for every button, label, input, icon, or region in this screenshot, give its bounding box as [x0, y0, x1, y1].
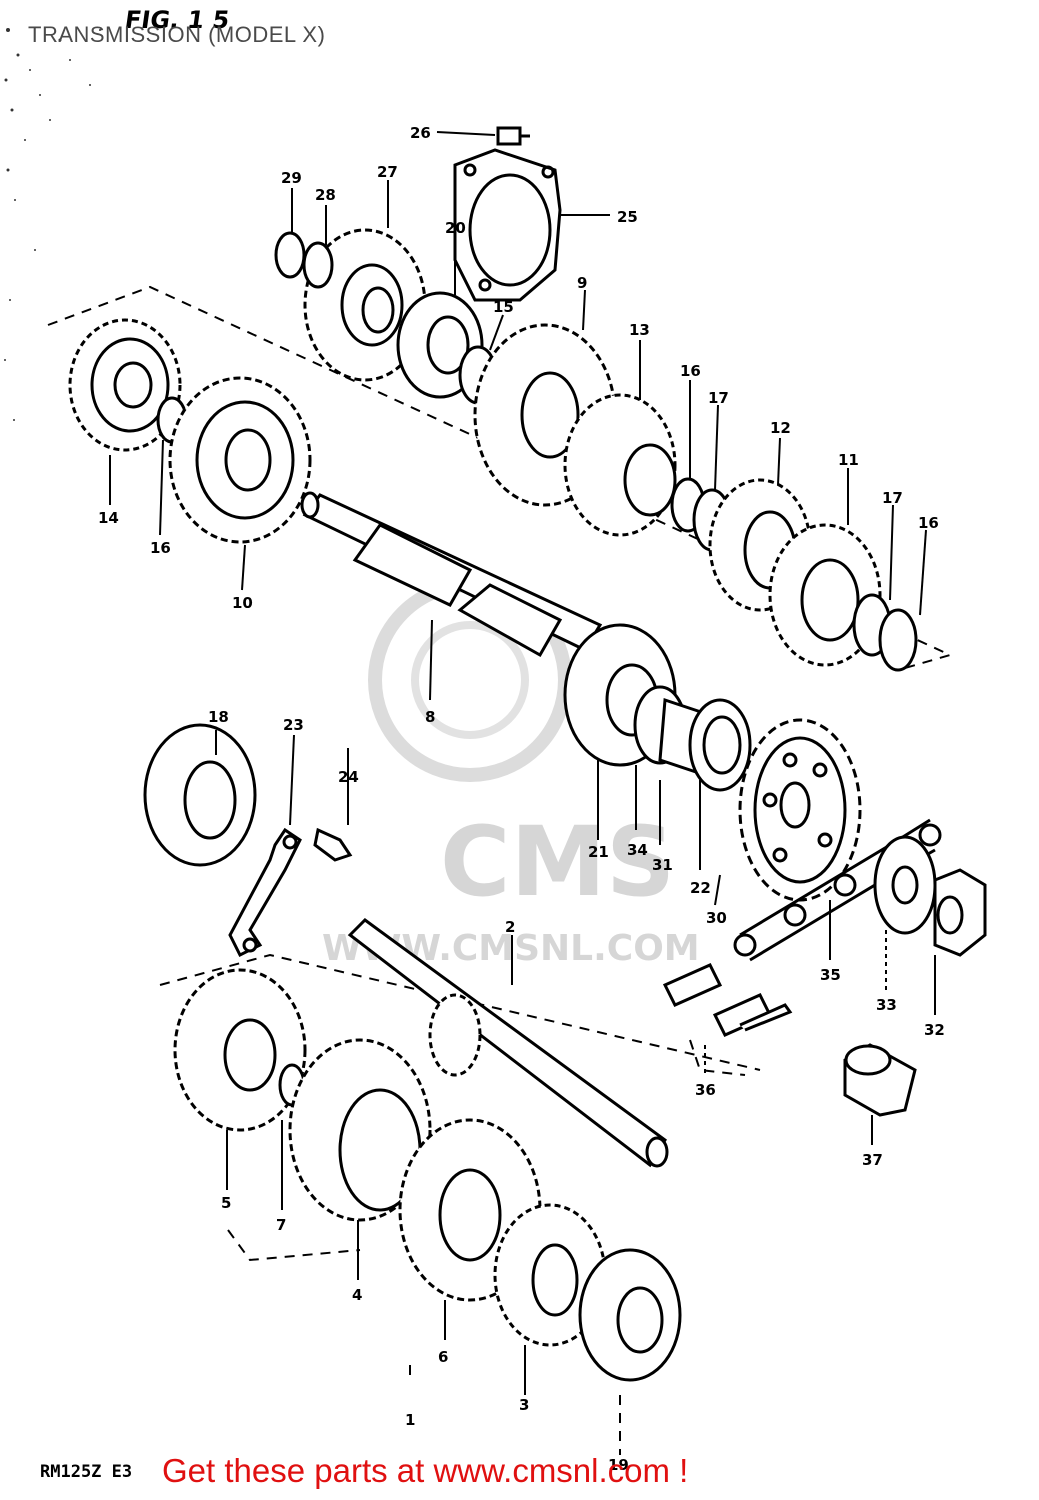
callout-13: 13 [629, 321, 650, 339]
callout-23: 23 [283, 716, 304, 734]
callout-33: 33 [876, 996, 897, 1014]
callout-15: 15 [493, 298, 514, 316]
callout-24: 24 [338, 768, 359, 786]
spacer-collar [843, 1043, 917, 1117]
shaft-bearing-seal-set [563, 623, 752, 792]
lower-gears [173, 968, 682, 1382]
callout-11: 11 [838, 451, 859, 469]
callout-31: 31 [652, 856, 673, 874]
countershaft-gears [68, 228, 918, 672]
callout-29: 29 [281, 169, 302, 187]
callout-26: 26 [410, 124, 431, 142]
callout-21: 21 [588, 843, 609, 861]
scan-noise [4, 28, 101, 421]
callout-20: 20 [445, 219, 466, 237]
callout-36: 36 [695, 1081, 716, 1099]
callout-6: 6 [438, 1348, 448, 1366]
callout-35: 35 [820, 966, 841, 984]
engine-sprocket [738, 718, 862, 902]
sprocket-nut-washer [873, 835, 987, 957]
callout-34: 34 [627, 841, 648, 859]
callout-8: 8 [425, 708, 435, 726]
page-title: TRANSMISSION (MODEL X) [28, 22, 326, 47]
callout-7: 7 [276, 1216, 286, 1234]
countershaft-bearing-stopper [143, 723, 353, 958]
leader-lines [109, 131, 936, 1395]
callout-12: 12 [770, 419, 791, 437]
callout-28: 28 [315, 186, 336, 204]
callout-3: 3 [519, 1396, 529, 1414]
callout-37: 37 [862, 1151, 883, 1169]
callout-17a: 17 [708, 389, 729, 407]
callout-2: 2 [505, 918, 515, 936]
callout-17b: 17 [882, 489, 903, 507]
callout-14: 14 [98, 509, 119, 527]
drive-shaft [300, 491, 603, 658]
callout-27: 27 [377, 163, 398, 181]
countershaft [347, 918, 669, 1168]
watermark-brand: CMS [440, 806, 675, 918]
bearing-retainer-plate [453, 126, 562, 302]
callout-32: 32 [924, 1021, 945, 1039]
callout-16a: 16 [680, 362, 701, 380]
callout-1: 1 [405, 1411, 415, 1429]
callout-5: 5 [221, 1194, 231, 1212]
callout-numbers: 26 25 29 28 27 20 15 9 13 16 17 12 11 17… [98, 124, 945, 1474]
callout-30: 30 [706, 909, 727, 927]
callout-19: 19 [608, 1456, 629, 1474]
chain-master-link [662, 963, 793, 1037]
callout-9: 9 [577, 274, 587, 292]
promo-link[interactable]: Get these parts at www.cmsnl.com ! [162, 1452, 689, 1489]
callout-18: 18 [208, 708, 229, 726]
callout-25: 25 [617, 208, 638, 226]
callout-16b: 16 [918, 514, 939, 532]
callout-22: 22 [690, 879, 711, 897]
callout-10: 10 [232, 594, 253, 612]
model-code: RM125Z E3 [40, 1462, 133, 1482]
callout-4: 4 [352, 1286, 362, 1304]
callout-16c: 16 [150, 539, 171, 557]
